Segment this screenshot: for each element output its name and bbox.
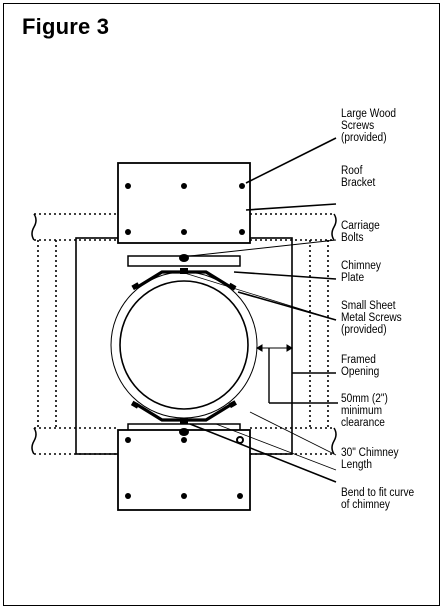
label-chimney-length: 30" Chimney Length	[341, 447, 399, 471]
label-chimney-plate: Chimney Plate	[341, 260, 381, 284]
carriage-bolt-top	[179, 254, 189, 262]
wood-screws-bottom	[125, 436, 244, 499]
figure-title: Figure 3	[22, 14, 110, 39]
carriage-bolt-bottom	[179, 428, 189, 436]
top-roof-bracket	[117, 162, 251, 267]
label-carriage-bolts: Carriage Bolts	[341, 220, 380, 244]
label-roof-bracket: Roof Bracket	[341, 165, 376, 189]
label-clearance: 50mm (2") minimum clearance	[341, 393, 388, 429]
label-small-sheet-metal-screws: Small Sheet Metal Screws (provided)	[341, 300, 402, 336]
label-framed-opening: Framed Opening	[341, 354, 380, 378]
label-large-wood-screws: Large Wood Screws (provided)	[341, 108, 396, 144]
wood-screws-top	[125, 183, 245, 235]
label-bend-to-fit: Bend to fit curve of chimney	[341, 487, 415, 511]
leader-lines	[177, 137, 337, 483]
break-marks	[31, 213, 337, 455]
clearance-dimension	[256, 344, 338, 404]
chimney	[110, 271, 258, 419]
figure-frame	[3, 3, 440, 606]
bottom-roof-bracket	[117, 423, 251, 511]
